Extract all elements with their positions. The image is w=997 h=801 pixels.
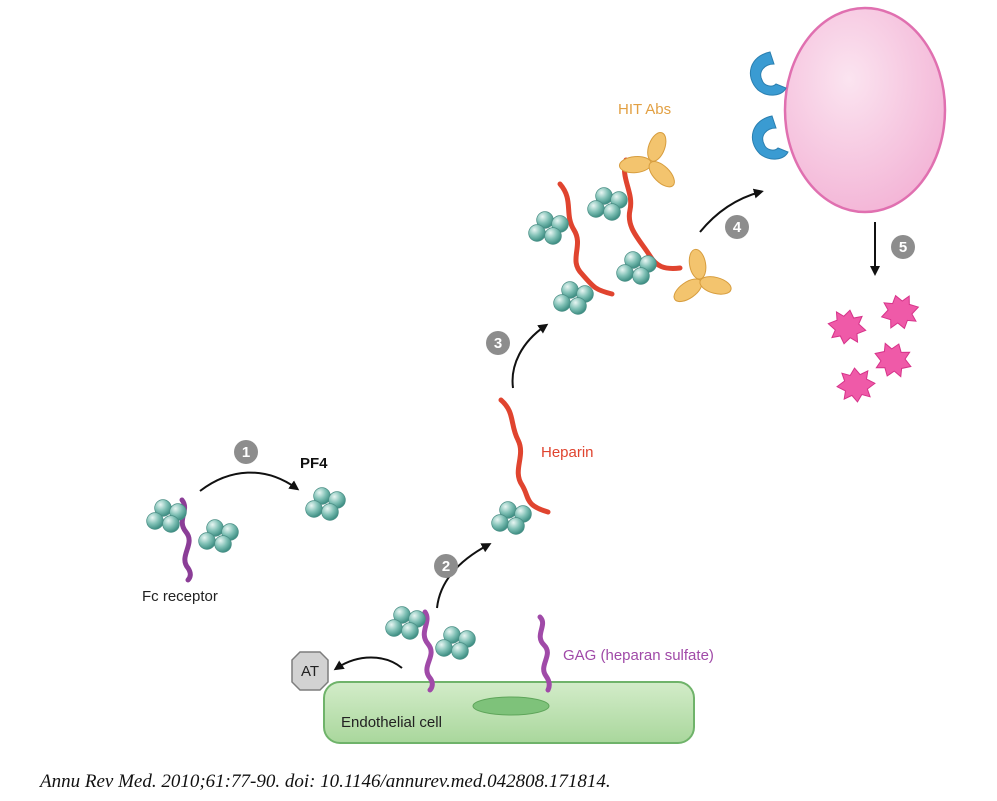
citation: Annu Rev Med. 2010;61:77-90. doi: 10.114… (38, 771, 611, 792)
gag-chain (537, 614, 552, 693)
pf4-tetramer (436, 627, 476, 660)
arrow-to-at (333, 656, 403, 671)
fc-receptor-label: Fc receptor (142, 588, 218, 605)
immune-complex (529, 121, 737, 315)
svg-text:3: 3 (494, 335, 502, 352)
heparin-chain (498, 397, 551, 515)
svg-text:1: 1 (242, 444, 250, 461)
pf4-tetramer (588, 188, 628, 221)
platelet-microparticle (876, 290, 924, 334)
gag-label: GAG (heparan sulfate) (563, 647, 714, 664)
pf4-label: PF4 (300, 455, 328, 472)
pf4-tetramer (386, 607, 426, 640)
pf4-tetramer (554, 282, 594, 315)
svg-text:2: 2 (442, 558, 450, 575)
hit-antibody (663, 243, 737, 308)
platelet (749, 6, 947, 214)
pf4-tetramer (529, 212, 569, 245)
fc-receptor-icon (749, 51, 787, 96)
at-label: AT (301, 663, 319, 680)
step-4-badge: 4 (725, 215, 749, 239)
gag-chain-bound (421, 609, 435, 693)
heparin-chain (622, 157, 683, 271)
endothelial-cell: Endothelial cell (323, 681, 695, 744)
antithrombin-box: AT (291, 651, 329, 691)
platelet-microparticle (835, 365, 877, 405)
pf4-tetramer (617, 252, 657, 285)
pf4-tetramer (199, 520, 239, 553)
pf4-tetramer (492, 502, 532, 535)
endothelial-cell-label: Endothelial cell (341, 714, 442, 731)
pf4-tetramer (306, 488, 346, 521)
svg-text:5: 5 (899, 239, 907, 256)
fc-receptor-icon (751, 115, 789, 160)
arrow-step-4 (699, 188, 764, 233)
step-2-badge: 2 (434, 554, 458, 578)
heparin-chain (557, 181, 615, 297)
step-5-badge: 5 (891, 235, 915, 259)
nucleus (472, 696, 550, 716)
platelet-microparticle (824, 306, 870, 348)
step-1-badge: 1 (234, 440, 258, 464)
arrow-step-3 (511, 323, 549, 389)
svg-text:4: 4 (733, 219, 742, 236)
step-3-badge: 3 (486, 331, 510, 355)
pf4-tetramer (147, 500, 187, 533)
heparin-label: Heparin (541, 444, 594, 461)
arrow-step-1 (199, 471, 300, 492)
platelet-microparticle (868, 337, 918, 383)
hit-abs-label: HIT Abs (618, 101, 671, 118)
